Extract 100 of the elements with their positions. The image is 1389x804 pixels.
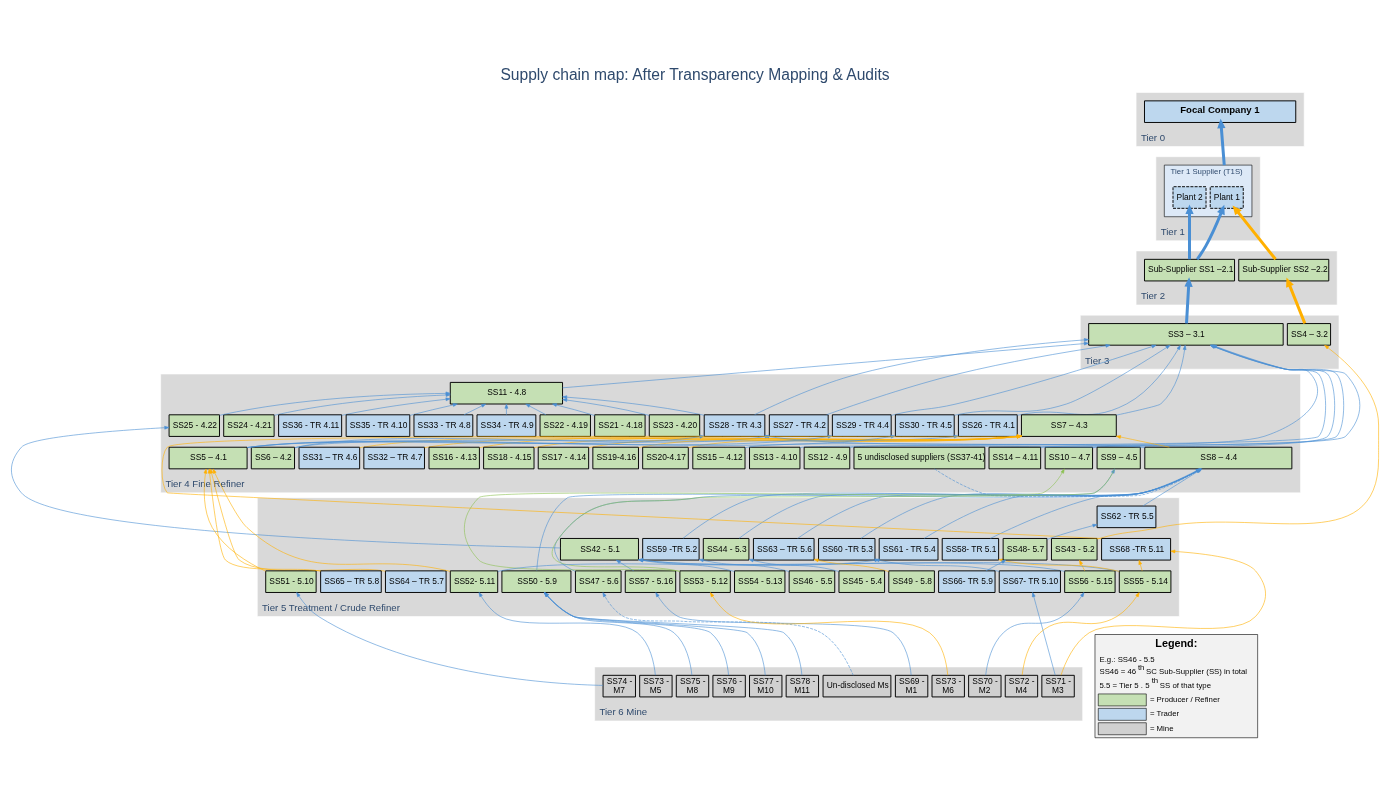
node-box: SS48- 5.7 xyxy=(1002,537,1047,561)
arrow xyxy=(561,394,704,416)
arrow xyxy=(637,558,735,572)
node-box: SS73 - M6 xyxy=(931,674,965,697)
arrow xyxy=(698,558,789,572)
node-box: SS6 – 4.2 xyxy=(250,446,295,469)
arrow xyxy=(1115,434,1170,447)
node-box: SS31 – TR 4.6 xyxy=(298,446,360,469)
node-box: SS42 - 5.1 xyxy=(559,537,639,561)
node-box: Un-disclosed Ms xyxy=(822,674,891,697)
node-box: SS51 - 5.10 xyxy=(264,569,317,593)
arrow xyxy=(890,344,1156,416)
node-box: SS33 - TR 4.8 xyxy=(413,413,473,437)
node-box: SS32 – TR 4.7 xyxy=(362,446,425,469)
node-box: SS14 – 4.11 xyxy=(988,446,1041,469)
node-box: SS47 - 5.6 xyxy=(574,569,622,593)
arrow xyxy=(1031,591,1056,676)
node-box: SS34 - TR 4.9 xyxy=(476,413,536,437)
node-box: SS28 - TR 4.3 xyxy=(703,413,765,437)
node-box: SS10 – 4.7 xyxy=(1044,446,1093,469)
node-box: SS54 - 5.13 xyxy=(733,569,785,593)
arrow xyxy=(1046,523,1097,540)
arrow xyxy=(1184,204,1194,259)
arrow xyxy=(478,591,656,675)
node-box: Plant 1 xyxy=(1209,185,1244,209)
node-box: SS16 - 4.13 xyxy=(428,446,480,469)
node-box: SS74 - M7 xyxy=(602,674,636,697)
label: Legend: xyxy=(1154,636,1197,649)
node-box: SS5 – 4.1 xyxy=(168,446,248,469)
node-box: SS62 - TR 5.5 xyxy=(1096,505,1156,528)
arrow xyxy=(1138,559,1142,571)
arrow xyxy=(463,403,486,415)
arrow xyxy=(825,343,1110,415)
arrow xyxy=(1232,204,1277,260)
node-box: SS35 - TR 4.10 xyxy=(345,413,410,437)
node-box: SS9 – 4.5 xyxy=(1096,446,1141,469)
node-box: SS13 - 4.10 xyxy=(748,446,800,469)
arrow xyxy=(709,591,948,676)
node-box: SS30 - TR 4.5 xyxy=(894,413,955,437)
arrow xyxy=(753,337,1089,415)
node-box: SS73 - M5 xyxy=(638,674,673,697)
node-box: SS49 - 5.8 xyxy=(887,569,935,593)
arrow xyxy=(1195,204,1225,260)
node-box: SS18 - 4.15 xyxy=(482,446,534,469)
node-box: SS12 - 4.9 xyxy=(803,446,850,469)
node-box: SS21 - 4.18 xyxy=(593,413,646,437)
node-box: SS70 - M2 xyxy=(967,674,1001,697)
node-box: SS72 - M4 xyxy=(1004,674,1038,697)
node-box: SS44 - 5.3 xyxy=(702,537,749,561)
node-box: SS65 – TR 5.8 xyxy=(319,569,382,593)
node-box: SS22 - 4.19 xyxy=(539,413,591,437)
node-box: SS58- TR 5.1 xyxy=(941,537,999,561)
node-box: SS27 - TR 4.2 xyxy=(768,413,829,437)
arrow xyxy=(1184,276,1193,323)
node-box: SS75 - M8 xyxy=(675,674,709,697)
node-box: SS69 - M1 xyxy=(894,674,928,697)
arrow xyxy=(561,341,1089,388)
node-box: Sub-Supplier SS1 –2.1 xyxy=(1143,258,1235,281)
arrow xyxy=(654,591,911,676)
arrow xyxy=(1285,277,1306,324)
node-box: SS61 - TR 5.4 xyxy=(878,537,938,561)
node-box: SS59 -TR 5.2 xyxy=(641,537,700,561)
arrow xyxy=(504,403,508,415)
node-box: SS45 - 5.4 xyxy=(838,569,885,593)
arrow xyxy=(561,397,650,416)
node-box: SS43 - 5.2 xyxy=(1050,537,1098,561)
node-box: SS46 - 5.5 xyxy=(788,569,835,593)
node-box: SS77 - M10 xyxy=(748,674,782,697)
node-box: SS29 - TR 4.4 xyxy=(831,413,892,437)
node-box: SS17 - 4.14 xyxy=(537,446,589,469)
arrow xyxy=(1216,118,1226,165)
node-box: SS55 - 5.14 xyxy=(1118,569,1171,593)
node-box: SS56 - 5.15 xyxy=(1063,569,1116,593)
node-box: SS20-4.17 xyxy=(641,446,689,469)
node-box: SS71 - M3 xyxy=(1040,674,1075,697)
arrow xyxy=(273,392,451,416)
node-box: SS23 - 4.20 xyxy=(648,413,700,437)
node-box: SS25 - 4.22 xyxy=(168,413,220,437)
arrow xyxy=(748,558,839,572)
arrow xyxy=(212,468,450,572)
node-box: SS24 - 4.21 xyxy=(222,413,275,437)
arrow xyxy=(1115,344,1186,415)
arrow xyxy=(10,425,561,548)
node-box: SS8 – 4.4 xyxy=(1143,446,1292,469)
node-box: SS26 - TR 4.1 xyxy=(957,413,1018,437)
arrow xyxy=(340,397,450,416)
node-box: SS63 – TR 5.6 xyxy=(752,537,815,561)
node-box: SS7 – 4.3 xyxy=(1020,413,1117,437)
node-box: SS64 – TR 5.7 xyxy=(384,569,447,593)
node-box: SS60 -TR 5.3 xyxy=(817,537,875,561)
node-box: Sub-Supplier SS2 –2.2 xyxy=(1237,258,1329,281)
arrow xyxy=(543,591,692,676)
arrow xyxy=(524,403,546,415)
arrow xyxy=(953,344,1170,416)
arrow xyxy=(218,391,450,416)
arrow xyxy=(1016,344,1181,416)
node-box: SS11 - 4.8 xyxy=(449,381,563,404)
arrow xyxy=(1091,344,1360,448)
arrow xyxy=(409,402,458,416)
node-box: SS66- TR 5.9 xyxy=(937,569,995,593)
